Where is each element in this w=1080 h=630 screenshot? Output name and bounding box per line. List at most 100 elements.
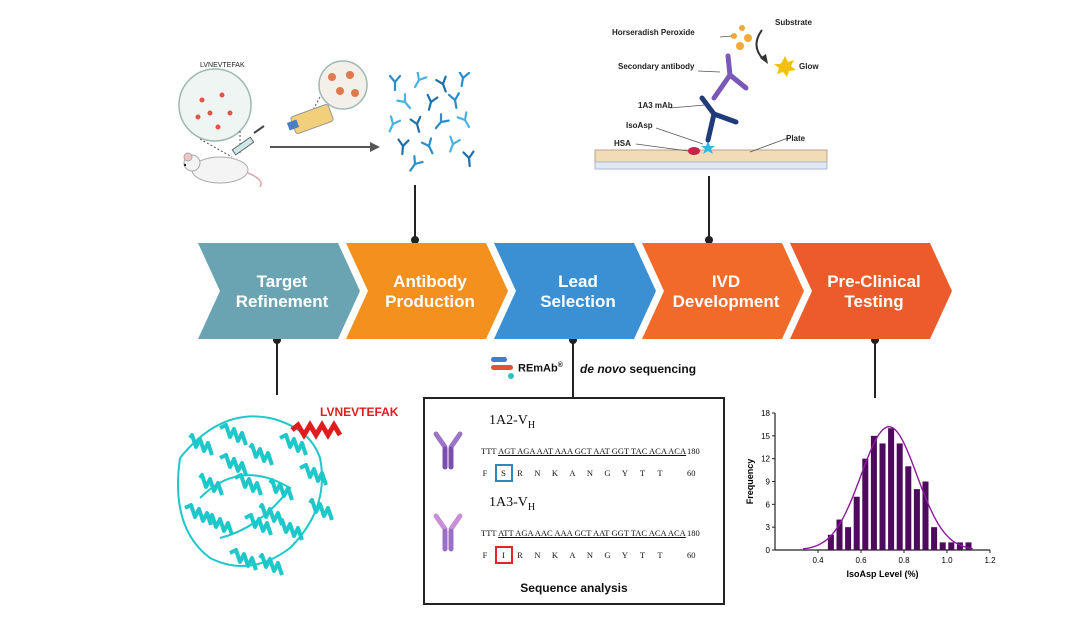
x-tick-label: 0.6 xyxy=(855,556,867,565)
aa-letter: N xyxy=(534,468,541,478)
method-rest: sequencing xyxy=(626,362,697,376)
stage-label: IVD Development xyxy=(672,272,780,311)
aa-letter: R xyxy=(517,468,523,478)
aa-letter: A xyxy=(569,468,576,478)
remab-reg: ® xyxy=(557,362,563,369)
histogram-bar xyxy=(836,519,843,550)
stage-label: Antibody Production xyxy=(385,272,475,311)
stage-label: Pre-Clinical Testing xyxy=(827,272,921,311)
antibody-icon xyxy=(458,72,471,87)
antibody-icon xyxy=(434,113,450,130)
protein-structure xyxy=(177,415,343,576)
aa-letter: A xyxy=(569,550,576,560)
remab-logo-icon xyxy=(491,357,514,379)
substrate-arrow xyxy=(755,29,765,61)
label-plate: Plate xyxy=(786,134,806,143)
remab-label: REmAb® xyxy=(518,362,563,375)
protein-helix xyxy=(229,548,258,571)
entry-title: 1A2-VH xyxy=(489,413,535,431)
x-tick-label: 0.8 xyxy=(898,556,910,565)
antibody-icon xyxy=(420,137,434,155)
x-axis-label: IsoAsp Level (%) xyxy=(846,569,918,579)
entry-name: 1A3-V xyxy=(489,495,528,510)
isoasp-star xyxy=(701,141,715,154)
y-axis-label: Frequency xyxy=(745,459,755,505)
histogram-bar xyxy=(879,443,886,550)
antibody-cloud xyxy=(388,72,475,172)
hrp-enzyme xyxy=(731,25,752,50)
y-tick-label: 3 xyxy=(766,523,771,532)
secondary-antibody xyxy=(711,53,749,101)
method-italic: de novo xyxy=(580,362,627,376)
histogram-bar xyxy=(939,542,946,550)
y-tick-label: 9 xyxy=(766,478,771,487)
label-secondary-antibody: Secondary antibody xyxy=(618,62,695,71)
glow-icon xyxy=(774,56,796,77)
aa-letter: K xyxy=(551,468,559,478)
aa-letter: Y xyxy=(621,468,629,478)
aa-letter: T xyxy=(639,468,646,478)
aa-letter: R xyxy=(517,550,523,560)
protein-helix xyxy=(279,433,308,456)
antibody-icon xyxy=(409,115,422,133)
elisa-illustration xyxy=(594,25,828,170)
y-tick-label: 15 xyxy=(761,432,770,441)
arrow-head xyxy=(370,142,380,152)
aa-letter: G xyxy=(604,468,611,478)
remab-brand: REmAb xyxy=(518,362,558,375)
dna-sequence: AGT AGA AAT AAA GCT AAT GGT TAC ACA ACA xyxy=(498,446,687,456)
protein-helix xyxy=(198,473,224,496)
cells-circle xyxy=(318,60,368,110)
aa-highlight: S xyxy=(494,464,513,482)
protein-helix xyxy=(208,513,234,536)
x-tick-label: 0.4 xyxy=(812,556,824,565)
stage-label: Target Refinement xyxy=(235,272,329,311)
antibody-icon xyxy=(388,115,402,133)
protein-helix xyxy=(219,453,248,476)
cell-dots xyxy=(328,71,359,97)
culture-flask-icon xyxy=(286,104,334,134)
histogram-bar xyxy=(956,542,963,550)
x-tick-label: 1.0 xyxy=(941,556,953,565)
aa-letter: N xyxy=(586,468,594,478)
plate-base xyxy=(594,161,828,170)
histogram-bar xyxy=(827,534,834,550)
antibody-icon xyxy=(456,111,471,129)
stage-ivd-development xyxy=(642,243,804,339)
antibody-icon xyxy=(426,93,439,111)
protein-helix xyxy=(184,503,213,526)
entry-sub: H xyxy=(527,501,536,513)
protein-helix xyxy=(248,443,274,466)
histogram-bar xyxy=(948,542,955,550)
aa-highlight: I xyxy=(494,546,513,564)
stage-pre-clinical-testing xyxy=(790,243,952,339)
histogram-bar xyxy=(931,527,938,550)
syringe-icon xyxy=(231,125,265,156)
antibody-icon xyxy=(433,431,463,470)
aa-letter: T xyxy=(657,468,663,478)
y-tick-label: 12 xyxy=(761,455,770,464)
y-tick-label: 18 xyxy=(761,409,770,418)
protein-peptide-label: LVNEVTEFAK xyxy=(320,405,399,419)
stage-lead-selection xyxy=(494,243,656,339)
immunization-illustration xyxy=(178,60,380,188)
antibody-icon xyxy=(435,75,447,93)
antibody-icon xyxy=(409,155,424,172)
aa-letter: F xyxy=(482,550,488,560)
antibody-icon xyxy=(462,150,475,168)
dna-sequence: ATT AGA AAC AAA GCT AAT GGT TAC ACA ACA xyxy=(498,528,686,538)
antibody-icon xyxy=(433,513,463,552)
antibody-icon xyxy=(397,138,410,156)
dna-row: TTT AGT AGA AAT AAA GCT AAT GGT TAC ACA … xyxy=(481,446,686,456)
stage-target-refinement xyxy=(198,243,360,339)
label-mab: 1A3 mAb xyxy=(638,101,673,110)
label-hsa: HSA xyxy=(614,139,631,148)
label-glow: Glow xyxy=(799,62,819,71)
immunization-peptide-label: LVNEVTEFAK xyxy=(200,62,245,69)
protein-helix xyxy=(219,423,248,446)
peptide-dots xyxy=(195,92,233,130)
sequence-analysis-box: 1A2-VH TTT AGT AGA AAT AAA GCT AAT GGT T… xyxy=(423,397,725,605)
label-substrate: Substrate xyxy=(775,18,812,27)
